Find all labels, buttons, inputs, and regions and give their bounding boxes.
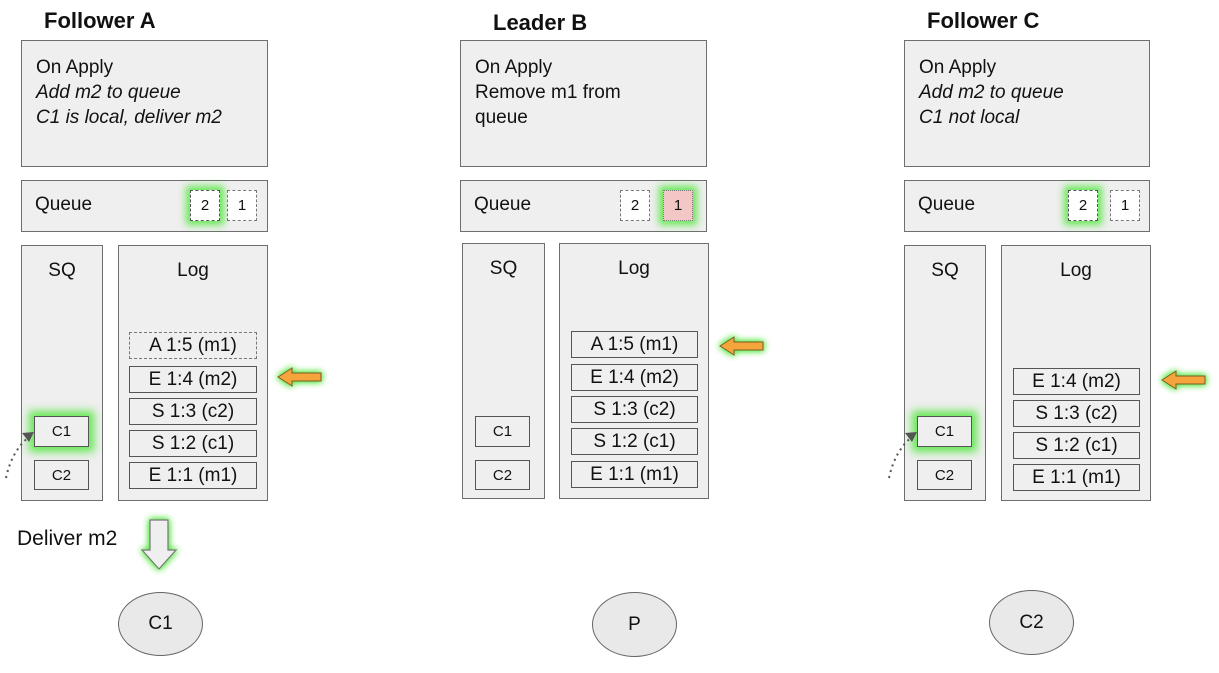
sq-item-c1: C1 xyxy=(475,416,530,447)
log-label: Log xyxy=(618,258,650,279)
panel-c-apply-box: On Apply Add m2 to queue C1 not local xyxy=(904,40,1150,167)
incoming-dotted-arrow-icon xyxy=(5,435,31,479)
log-entry: S 1:3 (c2) xyxy=(129,398,257,425)
panel-c-queue-box xyxy=(904,180,1150,232)
apply-line-1: Add m2 to queue xyxy=(36,82,181,103)
sq-item-c2: C2 xyxy=(34,460,89,490)
apply-heading: On Apply xyxy=(36,57,114,78)
log-entry: A 1:5 (m1) xyxy=(571,331,698,358)
sq-item-c2: C2 xyxy=(475,460,530,490)
panel-a-apply-box: On Apply Add m2 to queue C1 is local, de… xyxy=(21,40,268,167)
queue-label: Queue xyxy=(35,194,93,215)
log-entry: S 1:3 (c2) xyxy=(571,396,698,423)
log-entry: E 1:1 (m1) xyxy=(1013,464,1140,491)
log-pointer-arrow-icon xyxy=(719,336,764,356)
apply-line-1: Add m2 to queue xyxy=(919,82,1064,103)
queue-label: Queue xyxy=(474,194,532,215)
queue-item: 1 xyxy=(227,190,257,221)
apply-heading: On Apply xyxy=(475,57,553,78)
sq-label: SQ xyxy=(931,260,959,281)
apply-line-2: C1 not local xyxy=(919,107,1020,128)
log-pointer-arrow-icon xyxy=(277,367,322,387)
sq-item-c2: C2 xyxy=(917,460,972,490)
sq-label: SQ xyxy=(489,258,518,279)
log-label: Log xyxy=(1060,260,1092,281)
node-c2: C2 xyxy=(989,590,1074,655)
panel-a-sq-box xyxy=(21,245,103,501)
queue-item: 2 xyxy=(190,190,220,221)
incoming-dotted-arrow-icon xyxy=(888,435,914,479)
log-entry: E 1:1 (m1) xyxy=(129,462,257,489)
apply-line-2: queue xyxy=(475,107,528,128)
sq-item-c1: C1 xyxy=(917,416,972,447)
panel-c-title: Follower C xyxy=(927,8,1040,33)
deliver-label: Deliver m2 xyxy=(17,527,118,550)
panel-c-sq-box xyxy=(904,245,986,501)
log-entry: A 1:5 (m1) xyxy=(129,332,257,359)
log-entry: S 1:2 (c1) xyxy=(129,430,257,457)
log-entry: E 1:4 (m2) xyxy=(129,366,257,393)
node-c1: C1 xyxy=(118,592,203,656)
log-label: Log xyxy=(177,260,209,281)
log-entry: S 1:3 (c2) xyxy=(1013,400,1140,427)
log-entry: E 1:4 (m2) xyxy=(1013,368,1140,395)
panel-b-sq-box xyxy=(462,243,545,499)
panel-b-apply-box: On Apply Remove m1 from queue xyxy=(460,40,707,167)
panel-a-queue-box xyxy=(21,180,268,232)
apply-line-2: C1 is local, deliver m2 xyxy=(36,107,222,128)
queue-label: Queue xyxy=(918,194,976,215)
queue-item: 1 xyxy=(1110,190,1140,221)
sq-item-c1: C1 xyxy=(34,416,89,447)
panel-b-title: Leader B xyxy=(493,10,588,35)
panel-a-title: Follower A xyxy=(44,8,156,33)
queue-item-removed: 1 xyxy=(663,190,693,221)
queue-item: 2 xyxy=(1068,190,1098,221)
apply-heading: On Apply xyxy=(919,57,997,78)
log-pointer-arrow-icon xyxy=(1161,370,1206,390)
queue-item: 2 xyxy=(620,190,650,221)
deliver-down-arrow-icon xyxy=(140,519,178,570)
arrowhead-icon xyxy=(22,432,34,442)
node-p: P xyxy=(592,592,677,657)
log-entry: E 1:1 (m1) xyxy=(571,461,698,488)
log-entry: S 1:2 (c1) xyxy=(571,428,698,455)
log-entry: E 1:4 (m2) xyxy=(571,364,698,391)
apply-line-1: Remove m1 from xyxy=(475,82,621,103)
log-entry: S 1:2 (c1) xyxy=(1013,432,1140,459)
arrowhead-icon xyxy=(905,432,917,442)
sq-label: SQ xyxy=(48,260,76,281)
